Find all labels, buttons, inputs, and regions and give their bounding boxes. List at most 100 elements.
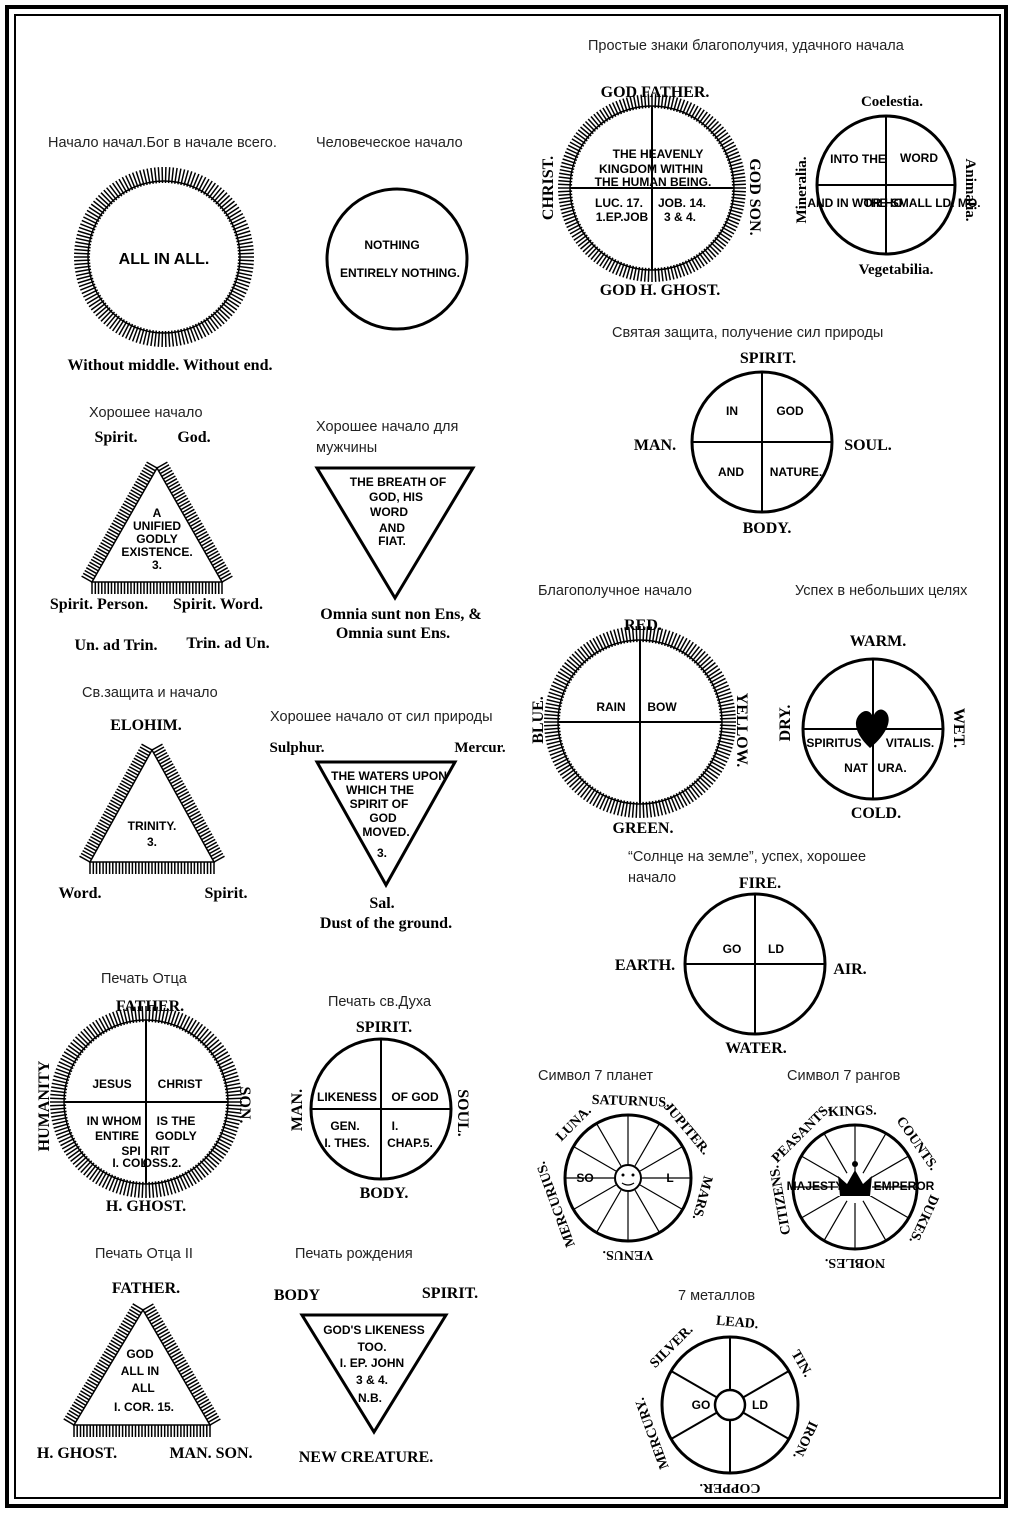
likeness-q2: OF GOD — [391, 1090, 439, 1104]
spirit-cross-left: MAN. — [634, 437, 676, 454]
symbol-waters-triangle: Sulphur. Mercur. Sal. Dust of the ground… — [270, 740, 506, 932]
likeness2-l2: TOO. — [357, 1340, 386, 1354]
heavenly-l2: KINGDOM WITHIN — [599, 162, 703, 176]
wheel-spoke — [824, 1133, 847, 1173]
unified-b2l: Un. ad Trin. — [75, 637, 158, 654]
wheel-spoke — [743, 1413, 789, 1440]
likeness-q3b: I. THES. — [324, 1136, 369, 1150]
wheel-label: SILVER. — [647, 1322, 696, 1371]
wheel-spoke — [801, 1195, 841, 1218]
spirit-cross-top: SPIRIT. — [740, 350, 796, 367]
god-all-bl: H. GHOST. — [37, 1445, 117, 1462]
waters-l1: THE WATERS UPON — [331, 769, 447, 783]
breath-below2: Omnia sunt Ens. — [336, 625, 450, 642]
wheel-spoke — [824, 1201, 847, 1241]
wheel-spoke — [640, 1185, 682, 1210]
symbol-unified-triangle: Spirit. God. Spirit. Person. Spirit. Wor… — [50, 429, 270, 654]
fire-left: EARTH. — [615, 957, 675, 974]
rainbow-top: RED. — [624, 617, 662, 634]
warm-q2: VITALIS. — [886, 736, 934, 750]
likeness-q3a: GEN. — [330, 1119, 359, 1133]
symbol-trinity-triangle: ELOHIM. Word. Spirit. TRINITY. 3. — [58, 717, 247, 902]
spirit-cross-right: SOUL. — [844, 437, 892, 454]
jesus-q3b: ENTIRE — [95, 1129, 139, 1143]
spirit-cross-bottom: BODY. — [743, 520, 792, 537]
god-all-l1: GOD — [126, 1347, 154, 1361]
warm-top: WARM. — [850, 633, 906, 650]
fire-q1: GO — [723, 942, 742, 956]
coelestia-left: Mineralia. — [794, 156, 810, 223]
breath-l4: AND — [379, 521, 405, 535]
waters-l3: SPIRIT OF — [350, 797, 409, 811]
jesus-q2: CHRIST — [158, 1077, 203, 1091]
unified-l3: GODLY — [136, 532, 178, 546]
jesus-q4b: GODLY — [155, 1129, 197, 1143]
unified-l1: A — [153, 506, 162, 520]
trinity-l2: 3. — [147, 835, 157, 849]
likeness2-l5: N.B. — [358, 1391, 382, 1405]
likeness2-bottom: NEW CREATURE. — [299, 1449, 434, 1466]
likeness2-tr: SPIRIT. — [422, 1285, 478, 1302]
likeness2-l3: I. EP. JOHN — [340, 1356, 404, 1370]
heavenly-top: GOD FATHER. — [601, 84, 710, 101]
coelestia-right: Animalia. — [962, 159, 978, 222]
waters-l5: MOVED. — [362, 825, 409, 839]
wheel-spoke — [671, 1371, 717, 1398]
god-all-l2: ALL IN — [121, 1364, 159, 1378]
wheel-spoke — [869, 1156, 909, 1179]
warm-bottom: COLD. — [851, 805, 901, 822]
heavenly-q3a: LUC. 17. — [595, 196, 643, 210]
warm-q3: NAT — [844, 761, 868, 775]
heavenly-bottom: GOD H. GHOST. — [600, 282, 721, 299]
wheel-spoke — [801, 1156, 841, 1179]
warm-left: DRY. — [777, 705, 794, 742]
symbol-coelestia: Coelestia. Vegetabilia. Mineralia. Anima… — [794, 94, 981, 278]
rainbow-q2: BOW — [647, 700, 677, 714]
breath-l1: THE BREATH OF — [350, 475, 446, 489]
rainbow-left: BLUE. — [530, 696, 547, 744]
likeness-q4a: I. — [392, 1119, 399, 1133]
likeness-top: SPIRIT. — [356, 1019, 412, 1036]
planets-left: SO — [576, 1171, 593, 1185]
wheel-spoke — [635, 1123, 660, 1165]
unified-tr: God. — [177, 429, 210, 446]
god-all-br: MAN. SON. — [169, 1445, 252, 1462]
waters-bottom2: Dust of the ground. — [320, 915, 452, 932]
likeness-right: SOUL. — [454, 1089, 471, 1137]
wheel-label: SATURNUS. — [591, 1093, 669, 1111]
coelestia-q1: INTO THE — [830, 152, 886, 166]
nothing-line1: NOTHING — [364, 238, 419, 252]
symbol-rainbow: RED. GREEN. BLUE. YELLOW. RAIN BOW — [530, 617, 750, 837]
trinity-top: ELOHIM. — [110, 717, 182, 734]
jesus-q3a: IN WHOM — [87, 1114, 142, 1128]
fire-bottom: WATER. — [725, 1040, 787, 1057]
metals-right: LD — [752, 1398, 768, 1412]
coelestia-q4: THE SMALL LD. MO. — [863, 196, 980, 210]
likeness-q4b: CHAP.5. — [387, 1136, 433, 1150]
breath-below1: Omnia sunt non Ens, & — [320, 606, 481, 623]
jesus-top: FATHER. — [116, 998, 184, 1015]
waters-l2: WHICH THE — [346, 783, 414, 797]
spirit-cross-q3: AND — [718, 465, 744, 479]
ranks-right: EMPEROR — [874, 1179, 935, 1193]
all-in-all-center: ALL IN ALL. — [119, 251, 210, 268]
unified-b2r: Trin. ad Un. — [186, 635, 269, 652]
trinity-br: Spirit. — [204, 885, 247, 902]
fire-top: FIRE. — [739, 875, 781, 892]
wheel-spoke — [573, 1147, 615, 1172]
wheel-label: LEAD. — [715, 1314, 759, 1333]
god-all-l4: I. COR. 15. — [114, 1400, 174, 1414]
jesus-left: HUMANITY — [36, 1060, 53, 1151]
heavenly-l1: THE HEAVENLY — [613, 147, 704, 161]
hatch-triangle — [80, 744, 225, 874]
coelestia-q2: WORD — [900, 151, 938, 165]
unified-l5: 3. — [152, 558, 162, 572]
symbol-fire-gold: FIRE. WATER. EARTH. AIR. GO LD — [615, 875, 867, 1057]
symbol-warm-heart: WARM. COLD. DRY. WET. SPIRITUS VITALIS. … — [777, 633, 967, 822]
warm-q4: URA. — [877, 761, 906, 775]
likeness-left: MAN. — [289, 1089, 306, 1131]
warm-right: WET. — [950, 708, 967, 748]
breath-l2: GOD, HIS — [369, 490, 423, 504]
likeness-q1: LIKENESS — [317, 1090, 377, 1104]
